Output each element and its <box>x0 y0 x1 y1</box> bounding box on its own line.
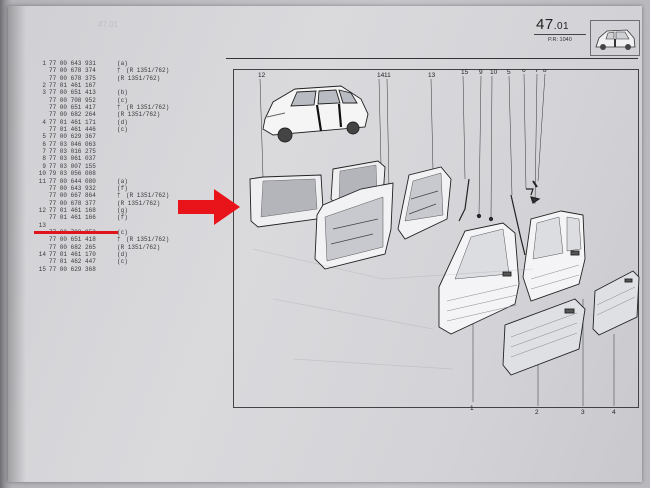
pr-reference: P.R: 1040 <box>548 37 572 43</box>
front-door-skin <box>502 298 586 376</box>
list-item: 77 00 678 374†(R 1351/762) <box>49 67 170 75</box>
list-item: 77 01 462 447(c) <box>49 258 128 266</box>
list-item: 77 01 461 166(f) <box>49 214 128 222</box>
page-binding-shadow <box>8 6 26 482</box>
callout-label: 14 <box>377 72 385 79</box>
callout-label: 11 <box>384 72 391 79</box>
leader-lines <box>259 73 615 406</box>
front-door-shell <box>438 222 520 335</box>
rear-door-shell <box>522 210 586 302</box>
header-rule <box>226 58 638 59</box>
list-item: 77 00 682 265(R 1351/762) <box>49 243 161 251</box>
callout-label: 9 <box>479 69 483 76</box>
callout-label: 1 <box>470 405 474 412</box>
weatherstrip-parts <box>458 178 541 256</box>
rear-door-skin <box>592 270 640 336</box>
list-item: 77 00 651 417†(R 1351/762) <box>49 104 170 112</box>
list-item: 77 00 678 375(R 1351/762) <box>49 74 161 82</box>
front-door-frame <box>314 182 394 270</box>
door-exploded-diagram: 12 14 11 13 15 9 10 5 6 7 8 1 2 3 4 <box>233 69 640 416</box>
diagram-frame <box>233 69 639 408</box>
page-number-rule <box>534 34 586 35</box>
list-item: 77 00 643 932(f) <box>49 184 128 192</box>
list-item: 77 01 461 446(c) <box>49 126 128 134</box>
callout-label: 8 <box>543 69 547 74</box>
callout-label: 5 <box>507 69 511 76</box>
callout-label: 10 <box>490 69 498 76</box>
door-trim-panel <box>249 174 324 228</box>
list-item: 77 00 708 952(c) <box>49 96 128 104</box>
callout-label: 12 <box>258 72 266 79</box>
list-item <box>38 273 228 280</box>
callout-label: 4 <box>612 409 616 416</box>
list-item: 77 00 678 377(R 1351/762) <box>49 199 161 207</box>
subsection-number: .01 <box>553 21 570 32</box>
callout-label: 13 <box>428 72 436 79</box>
list-item: 77 00 682 264(R 1351/762) <box>49 111 161 119</box>
red-arrow-icon <box>178 189 240 225</box>
callout-label: 2 <box>535 409 539 416</box>
list-item: 13 <box>38 221 46 229</box>
callout-label: 7 <box>535 69 539 74</box>
section-number: 47 <box>536 16 554 33</box>
callout-label: 3 <box>581 409 585 416</box>
page-number: 47.01 <box>536 16 569 33</box>
red-underline-highlight <box>34 231 118 234</box>
rear-door-frame <box>397 166 452 240</box>
callout-label: 6 <box>522 69 526 74</box>
car-illustration <box>262 85 369 143</box>
bleed-through-text: 47.01 <box>98 20 119 29</box>
callout-label: 15 <box>461 69 469 76</box>
header-car-icon <box>590 20 640 56</box>
list-item: 77 00 651 418†(R 1351/762) <box>49 236 170 244</box>
bleed-through-drawing <box>252 248 534 370</box>
list-item: 77 00 667 864†(R 1351/762) <box>49 192 170 200</box>
